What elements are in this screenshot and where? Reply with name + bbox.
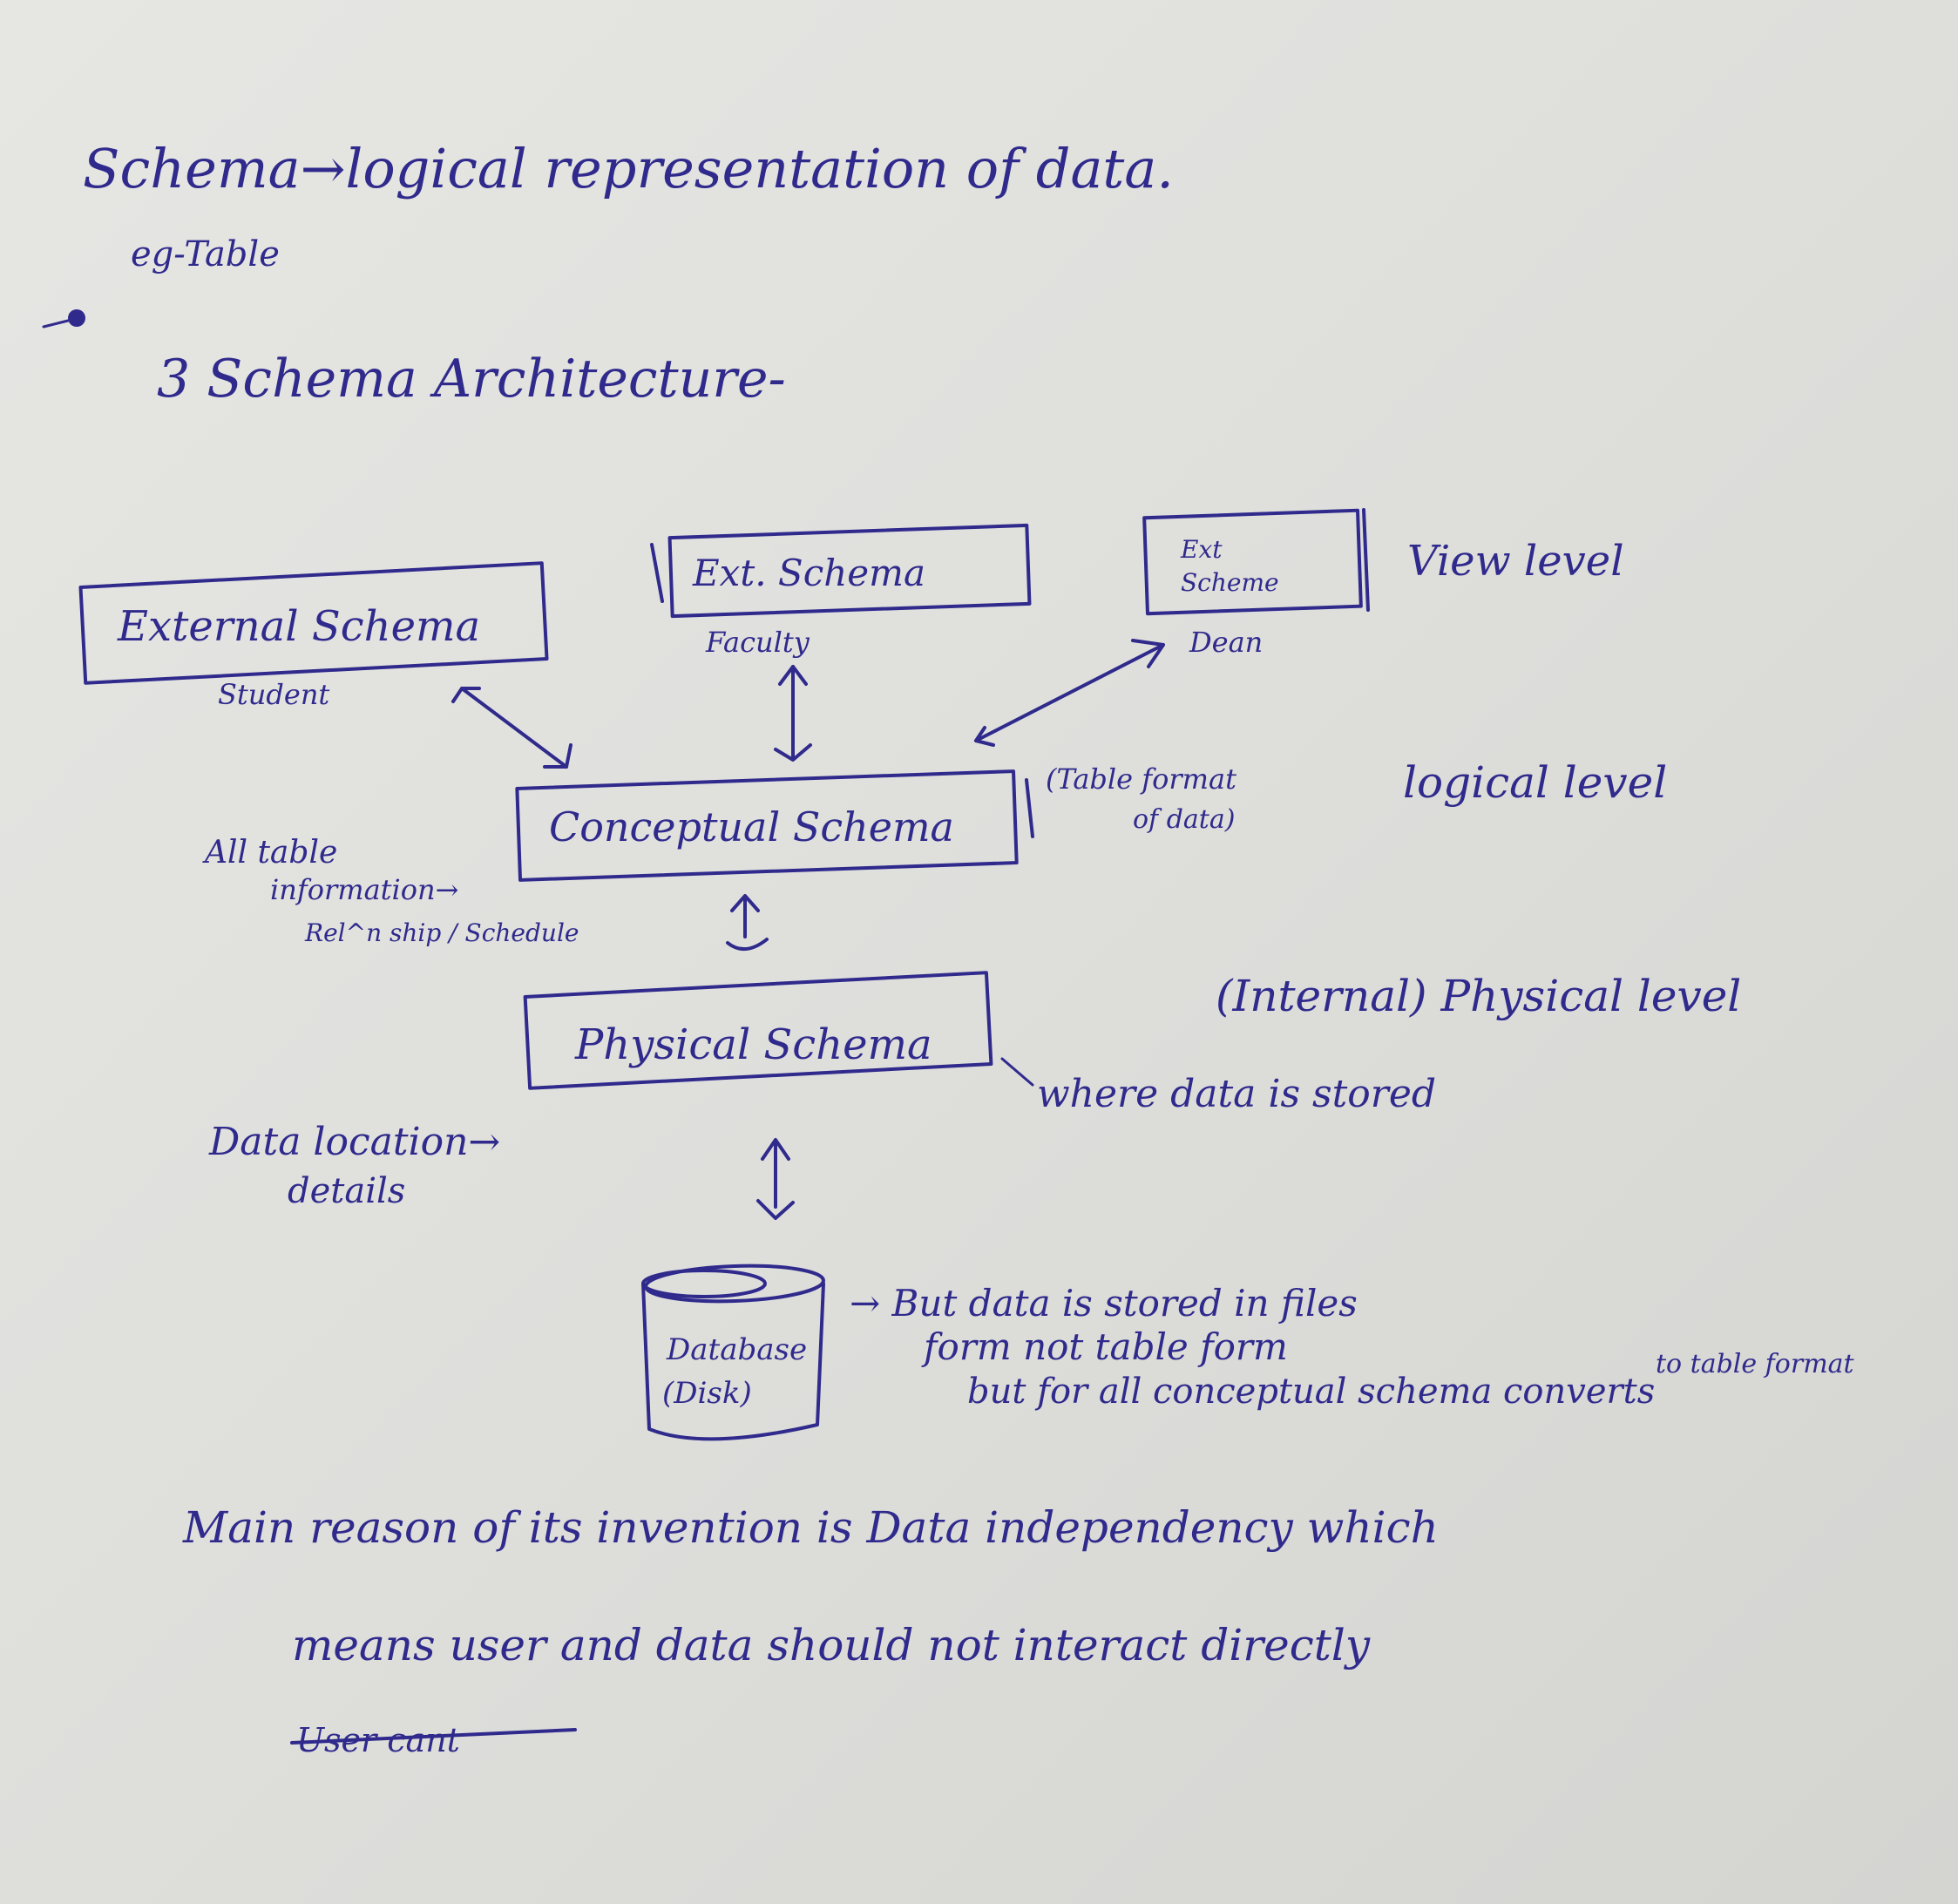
- arrow-physical-database: [756, 1138, 795, 1220]
- arrow-faculty-conceptual: [774, 665, 812, 762]
- arrow-conceptual-physical: [726, 894, 769, 951]
- pointer-mark: [1000, 1057, 1034, 1087]
- struck-out-text: User cant: [290, 1721, 577, 1759]
- ext-scheme-dean-line1: Ext: [1180, 535, 1223, 564]
- data-location-note: Data location→: [208, 1120, 500, 1164]
- bracket-mark: [1362, 508, 1370, 612]
- all-table-note: All table: [202, 835, 337, 871]
- information-note: information→: [270, 873, 458, 906]
- physical-schema-label: Physical Schema: [574, 1020, 932, 1069]
- where-stored-note: where data is stored: [1037, 1072, 1436, 1116]
- bracket-mark: [1025, 778, 1034, 838]
- external-schema-label: External Schema: [117, 602, 480, 651]
- bullet-icon: [42, 309, 85, 329]
- external-schema-box: [78, 561, 549, 685]
- ext-schema-faculty-label: Ext. Schema: [692, 552, 925, 594]
- disk-label: (Disk): [662, 1376, 752, 1411]
- main-reason-line1: Main reason of its invention is Data ind…: [182, 1502, 1439, 1553]
- database-label: Database: [666, 1332, 807, 1367]
- arrow-dean-conceptual: [974, 639, 1165, 747]
- physical-level-label: (Internal) Physical level: [1216, 971, 1741, 1021]
- student-label: Student: [218, 678, 329, 711]
- heading-title: Schema→logical representation of data.: [83, 137, 1174, 200]
- to-table-format-note: to table format: [1656, 1349, 1855, 1379]
- conceptual-schema-label: Conceptual Schema: [549, 803, 954, 850]
- view-level-label: View level: [1407, 537, 1624, 586]
- table-format-note-1: (Table format: [1046, 762, 1236, 796]
- converts-note: but for all conceptual schema converts: [967, 1372, 1655, 1412]
- ext-schema-box-dean: [1142, 508, 1363, 616]
- bracket-mark: [650, 543, 664, 603]
- details-note: details: [288, 1171, 405, 1211]
- arrow-student-conceptual: [451, 687, 572, 769]
- physical-schema-box: [523, 971, 993, 1090]
- heading-architecture: 3 Schema Architecture-: [157, 349, 786, 410]
- main-reason-line2: means user and data should not interact …: [292, 1620, 1371, 1670]
- faculty-label: Faculty: [705, 626, 810, 659]
- stored-in-files-note: → But data is stored in files: [850, 1282, 1358, 1325]
- relationship-note: Rel^n ship / Schedule: [304, 918, 579, 947]
- logical-level-label: logical level: [1403, 757, 1667, 808]
- not-table-form-note: form not table form: [921, 1325, 1288, 1368]
- table-format-note-2: of data): [1133, 804, 1235, 835]
- ext-scheme-dean-line2: Scheme: [1181, 568, 1279, 597]
- heading-example: eg-Table: [131, 234, 280, 274]
- dean-label: Dean: [1189, 626, 1263, 659]
- database-cylinder-icon: [641, 1264, 825, 1441]
- ext-schema-box-faculty: [667, 523, 1032, 619]
- conceptual-schema-box: [515, 769, 1019, 882]
